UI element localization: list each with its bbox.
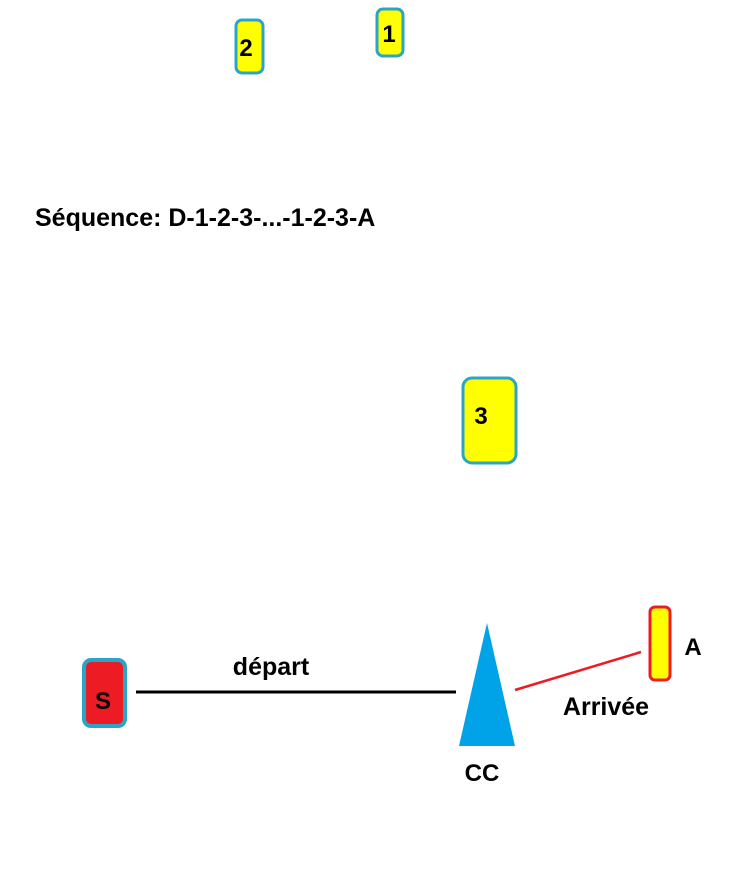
sequence-text: Séquence: D-1-2-3-...-1-2-3-A — [35, 204, 375, 232]
arrivee-line — [514, 650, 642, 692]
arrival-marker — [648, 605, 672, 682]
depart-label: départ — [233, 653, 310, 681]
cone-cc — [459, 623, 515, 746]
cone-label: CC — [465, 760, 500, 787]
marker-1-label: 1 — [382, 21, 395, 48]
arrivee-label: Arrivée — [563, 693, 649, 721]
arrival-marker-label: A — [684, 634, 701, 661]
start-marker: S — [82, 658, 127, 728]
marker-1: 1 — [375, 7, 405, 58]
start-marker-label: S — [95, 688, 111, 715]
marker-3: 3 — [461, 376, 518, 465]
marker-2: 2 — [234, 18, 265, 75]
marker-2-label: 2 — [239, 35, 252, 62]
marker-3-label: 3 — [474, 403, 487, 430]
